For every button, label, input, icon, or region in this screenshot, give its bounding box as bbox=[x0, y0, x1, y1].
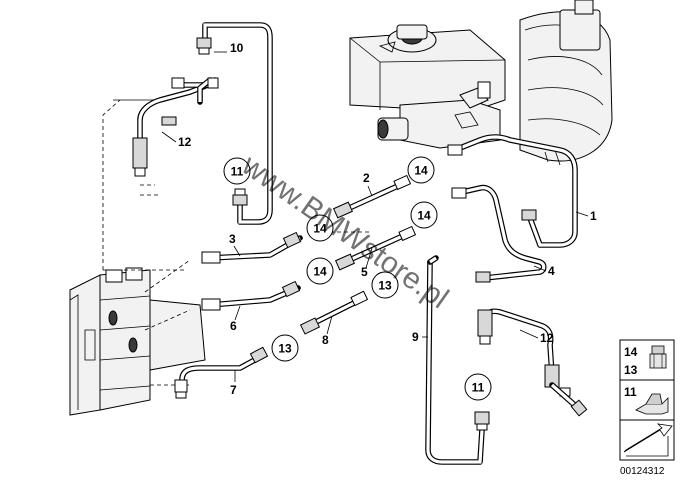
svg-text:13: 13 bbox=[278, 342, 292, 356]
brake-hose-12-upper bbox=[132, 77, 219, 177]
svg-text:11: 11 bbox=[472, 381, 485, 395]
circle-13-b: 13 bbox=[271, 334, 299, 362]
label-1: 1 bbox=[590, 209, 597, 223]
label-3: 3 bbox=[229, 232, 236, 246]
label-12-lower: 12 bbox=[540, 331, 554, 345]
svg-text:11: 11 bbox=[231, 165, 244, 179]
circle-11-lower: 11 bbox=[464, 373, 492, 401]
brake-pipe-10 bbox=[196, 22, 273, 225]
master-cylinder bbox=[349, 24, 506, 149]
circle-14-c: 14 bbox=[410, 201, 438, 229]
label-9: 9 bbox=[412, 330, 419, 344]
circled-labels: 11 14 14 14 14 13 13 11 bbox=[223, 156, 492, 401]
legend-14: 14 bbox=[624, 345, 638, 359]
label-4: 4 bbox=[548, 264, 555, 278]
svg-text:14: 14 bbox=[417, 209, 431, 223]
svg-text:14: 14 bbox=[313, 222, 327, 236]
label-2: 2 bbox=[363, 171, 370, 185]
circle-14-b: 14 bbox=[306, 214, 334, 242]
brake-pipe-6 bbox=[201, 280, 301, 311]
leader-lines bbox=[102, 99, 370, 386]
abs-hydraulic-unit bbox=[69, 267, 206, 416]
clip-bracket-icon bbox=[635, 393, 669, 415]
circle-14-a: 14 bbox=[407, 156, 435, 184]
fitting-nut-icon bbox=[649, 345, 667, 369]
part-labels: 10 12 2 3 5 6 8 7 1 4 9 12 bbox=[161, 41, 597, 397]
brake-pipe-9 bbox=[425, 255, 490, 465]
part-number: 00124312 bbox=[620, 466, 665, 477]
brake-pipe-4 bbox=[451, 184, 547, 283]
label-10: 10 bbox=[230, 41, 244, 55]
label-5: 5 bbox=[361, 265, 368, 279]
legend-13: 13 bbox=[624, 363, 638, 377]
legend-11: 11 bbox=[624, 385, 637, 399]
brake-hose-12-lower bbox=[477, 308, 588, 417]
label-8: 8 bbox=[322, 333, 329, 347]
brake-pipe-7 bbox=[174, 346, 269, 399]
svg-text:14: 14 bbox=[414, 164, 428, 178]
legend-panel: 14 13 11 bbox=[619, 339, 675, 461]
circle-11-upper: 11 bbox=[223, 157, 251, 185]
brake-pipe-5 bbox=[334, 225, 417, 271]
circle-13-a: 13 bbox=[371, 271, 399, 299]
svg-text:13: 13 bbox=[378, 279, 392, 293]
brake-pipe-3 bbox=[201, 231, 303, 264]
brake-booster bbox=[519, 0, 613, 166]
label-12-upper: 12 bbox=[178, 135, 192, 149]
brake-pipe-2 bbox=[332, 174, 412, 219]
brake-pipe-1 bbox=[447, 134, 578, 248]
label-6: 6 bbox=[230, 319, 237, 333]
brake-pipe-8 bbox=[299, 290, 369, 335]
circle-14-d: 14 bbox=[306, 257, 334, 285]
label-7: 7 bbox=[230, 383, 237, 397]
svg-text:14: 14 bbox=[313, 265, 327, 279]
arrow-icon bbox=[623, 423, 673, 457]
